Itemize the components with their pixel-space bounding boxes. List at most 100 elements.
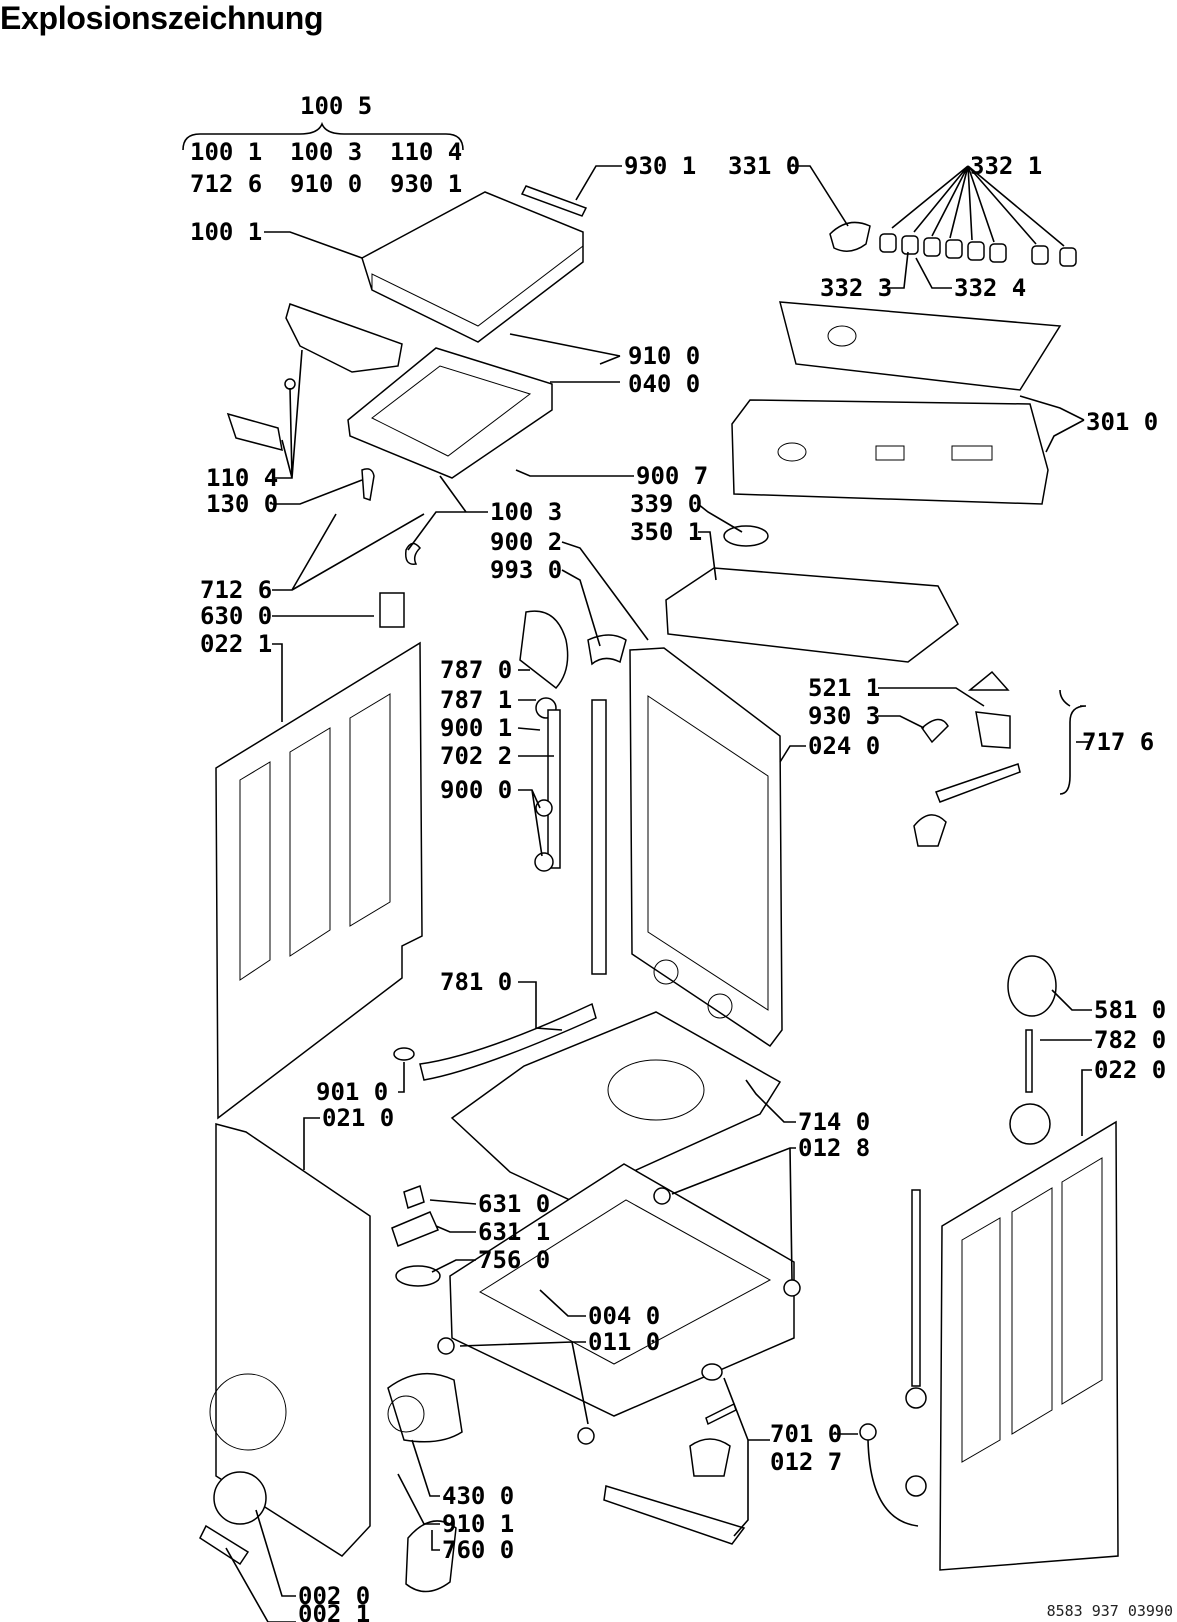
callout-022-0: 022 0 (1094, 1056, 1166, 1084)
callout-630-0: 630 0 (200, 602, 272, 630)
callout-756-0: 756 0 (478, 1246, 550, 1274)
pulley (1007, 955, 1057, 1017)
push-buttons (879, 233, 1077, 267)
drain-pump (387, 1372, 463, 1443)
callout-430-0: 430 0 (442, 1482, 514, 1510)
clamp (701, 1363, 723, 1381)
callout-labels: 100 1 930 1 331 0 332 1 332 3 332 4 910 … (190, 152, 1166, 1622)
selector-knob (829, 221, 871, 252)
callout-100-1: 100 1 (190, 218, 262, 246)
kit-item: 930 1 (390, 170, 462, 198)
holder (913, 814, 947, 847)
callout-332-1: 332 1 (970, 152, 1042, 180)
clip (403, 1185, 425, 1209)
rod (1025, 1029, 1033, 1093)
callout-011-0: 011 0 (588, 1328, 660, 1356)
hose-vertical (591, 699, 607, 975)
rod (911, 1189, 921, 1387)
filter-cover (213, 1471, 267, 1525)
fitting (859, 1423, 877, 1441)
cap (534, 852, 554, 872)
lever (935, 763, 1021, 803)
callout-332-4: 332 4 (954, 274, 1026, 302)
callout-521-1: 521 1 (808, 674, 880, 702)
block-part (379, 592, 405, 628)
callout-581-0: 581 0 (1094, 996, 1166, 1024)
callout-012-8: 012 8 (798, 1134, 870, 1162)
control-panel (731, 301, 1062, 505)
clip (587, 634, 627, 666)
top-frame (347, 347, 553, 479)
front-panel (209, 1123, 371, 1557)
tub-base (450, 1011, 782, 1201)
knob-base (723, 525, 769, 547)
callout-332-3: 332 3 (820, 274, 892, 302)
callout-930-3: 930 3 (808, 702, 880, 730)
callout-002-1: 002 1 (298, 1600, 370, 1622)
kit-item: 100 3 (290, 138, 362, 166)
lid-trim (285, 303, 403, 373)
callout-631-0: 631 0 (478, 1190, 550, 1218)
side-panel-left (215, 641, 423, 1120)
kit-header-label: 100 5 (300, 92, 372, 120)
callout-782-0: 782 0 (1094, 1026, 1166, 1054)
callout-900-1: 900 1 (440, 714, 512, 742)
callout-631-1: 631 1 (478, 1218, 550, 1246)
pin (705, 1402, 737, 1426)
callout-712-6: 712 6 (200, 576, 272, 604)
ref-circle (1009, 1103, 1051, 1145)
callout-301-0: 301 0 (1086, 408, 1158, 436)
foot (437, 1337, 455, 1355)
spring-part (920, 718, 949, 744)
leader-lines (225, 165, 1092, 1622)
drawing-number: 8583 937 03990 (1046, 1602, 1173, 1620)
callout-022-1: 022 1 (200, 630, 272, 658)
ref-circle (905, 1475, 927, 1497)
pcb-board (665, 567, 959, 663)
callout-004-0: 004 0 (588, 1302, 660, 1330)
lever-arm (603, 1485, 746, 1545)
callout-012-7: 012 7 (770, 1448, 842, 1476)
kit-item: 100 1 (190, 138, 262, 166)
foot (783, 1279, 801, 1297)
kit-items: 100 1 100 3 110 4 712 6 910 0 930 1 (190, 138, 462, 198)
cap (535, 799, 553, 817)
door-boot (519, 610, 569, 690)
plug (393, 1047, 415, 1061)
callout-350-1: 350 1 (630, 518, 702, 546)
bracket (967, 670, 1010, 691)
callout-702-2: 702 2 (440, 742, 512, 770)
pipe (547, 709, 561, 869)
rear-panel (629, 647, 783, 1048)
callout-040-0: 040 0 (628, 370, 700, 398)
page-title: Explosionszeichnung (0, 0, 324, 36)
foot-pad (395, 1265, 441, 1287)
callout-100-3: 100 3 (490, 498, 562, 526)
foot (653, 1187, 671, 1205)
filter-flap (199, 1524, 250, 1566)
kit-bracket (182, 121, 464, 151)
screw (284, 378, 296, 390)
holder (391, 1211, 440, 1247)
callout-130-0: 130 0 (206, 490, 278, 518)
callout-787-0: 787 0 (440, 656, 512, 684)
callout-021-0: 021 0 (322, 1104, 394, 1132)
hose-holder (689, 1438, 731, 1477)
callout-002-0: 002 0 (298, 1582, 370, 1610)
kit-item: 910 0 (290, 170, 362, 198)
callout-900-7: 900 7 (636, 462, 708, 490)
callout-701-0: 701 0 (770, 1420, 842, 1448)
lock-part (361, 468, 375, 501)
callout-760-0: 760 0 (442, 1536, 514, 1564)
callout-781-0: 781 0 (440, 968, 512, 996)
latch-part (226, 412, 283, 452)
kit-item: 110 4 (390, 138, 462, 166)
kit-item: 712 6 (190, 170, 262, 198)
hinge-strip (520, 185, 588, 217)
callout-901-0: 901 0 (316, 1078, 388, 1106)
callout-717-6: 717 6 (1082, 728, 1154, 756)
inlet-hose (867, 1439, 919, 1527)
bottom-frame (449, 1163, 795, 1417)
side-panel-right (939, 1120, 1119, 1571)
